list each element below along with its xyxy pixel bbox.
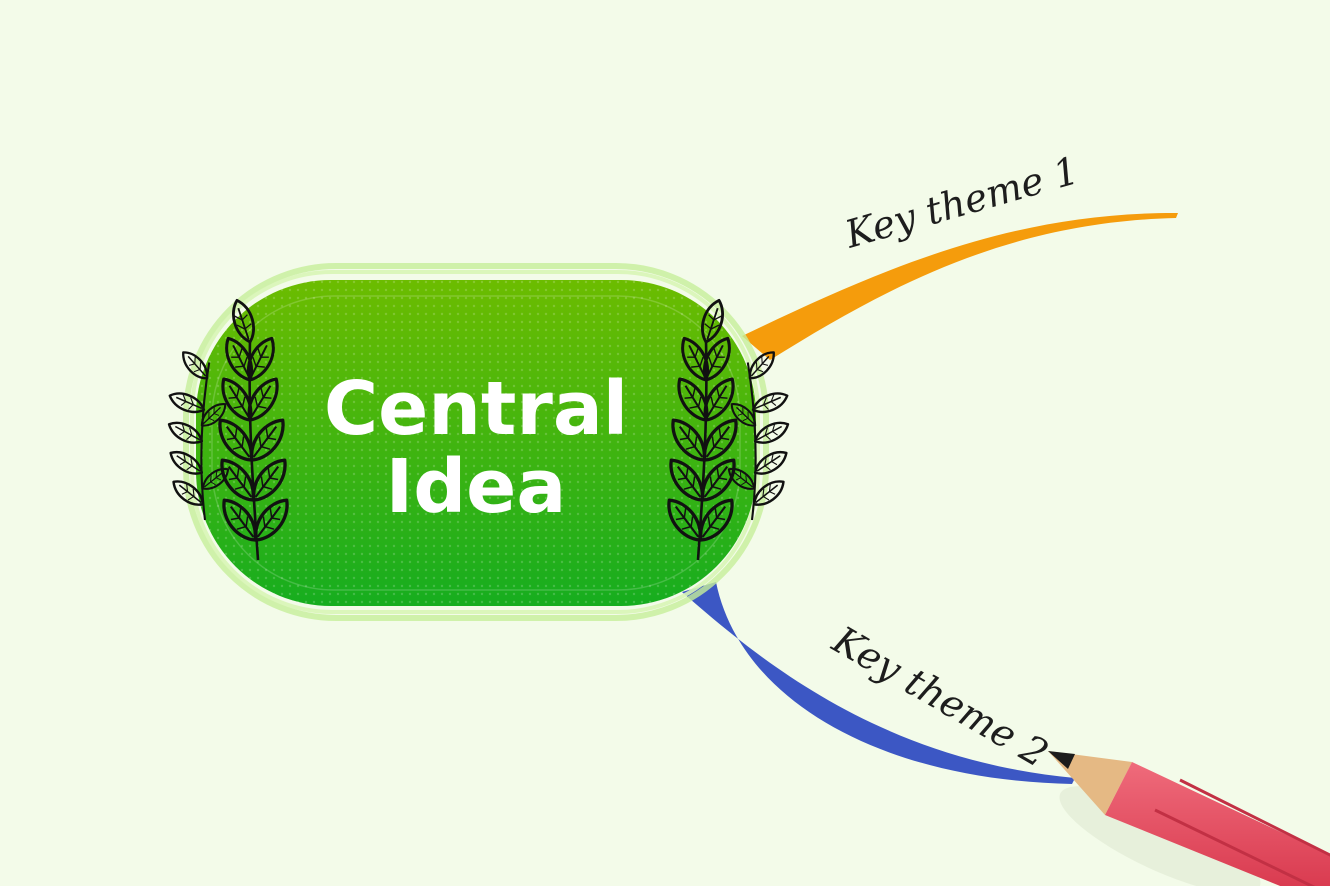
branch-key-theme-1-line[interactable] — [742, 212, 1178, 360]
central-topic-title-line-1: Central — [324, 366, 628, 452]
central-topic-title-line-2: Idea — [386, 444, 567, 530]
pencil-icon — [1048, 751, 1330, 886]
branch-key-theme-1-label[interactable]: Key theme 1 — [839, 148, 1083, 257]
branch-key-theme-2-line[interactable] — [682, 582, 1075, 784]
